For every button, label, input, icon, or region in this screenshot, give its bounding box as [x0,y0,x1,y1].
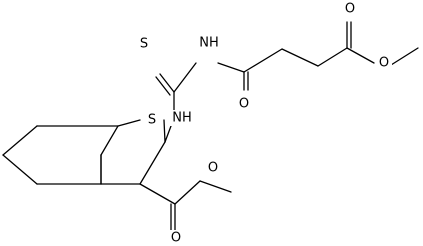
bond [139,183,176,205]
bond [243,48,283,73]
atom-label-sulfur-thiophene: S [148,113,156,128]
atom-label-oxygen-bottom-ether: O [208,161,218,176]
bond [317,47,348,67]
atom-label-oxygen-top-ether: O [379,56,389,71]
bond [2,125,38,156]
atom-label-sulfur-thioxo: S [140,37,148,52]
bond [159,73,175,93]
bond [173,62,197,93]
bond [117,119,141,127]
bond [217,62,245,73]
atom-label-oxygen-bottom-carbonyl: O [171,231,181,246]
bond [281,48,319,67]
bond [390,47,419,66]
atom-label-oxygen-top-carbonyl: O [345,2,355,17]
atom-label-nh-imide: NH [199,36,219,51]
bond [174,180,201,205]
bond [139,141,166,185]
bond-lines [2,21,419,231]
bond [100,125,119,156]
atom-label-nh-amine: NH [172,111,192,126]
bond [2,154,38,185]
bond [199,180,232,193]
atom-label-oxygen-amide: O [239,97,249,112]
atom-labels: S NH O O O S NH O O [137,1,392,246]
bond [155,76,171,96]
bond [346,47,375,64]
bond [163,119,166,143]
